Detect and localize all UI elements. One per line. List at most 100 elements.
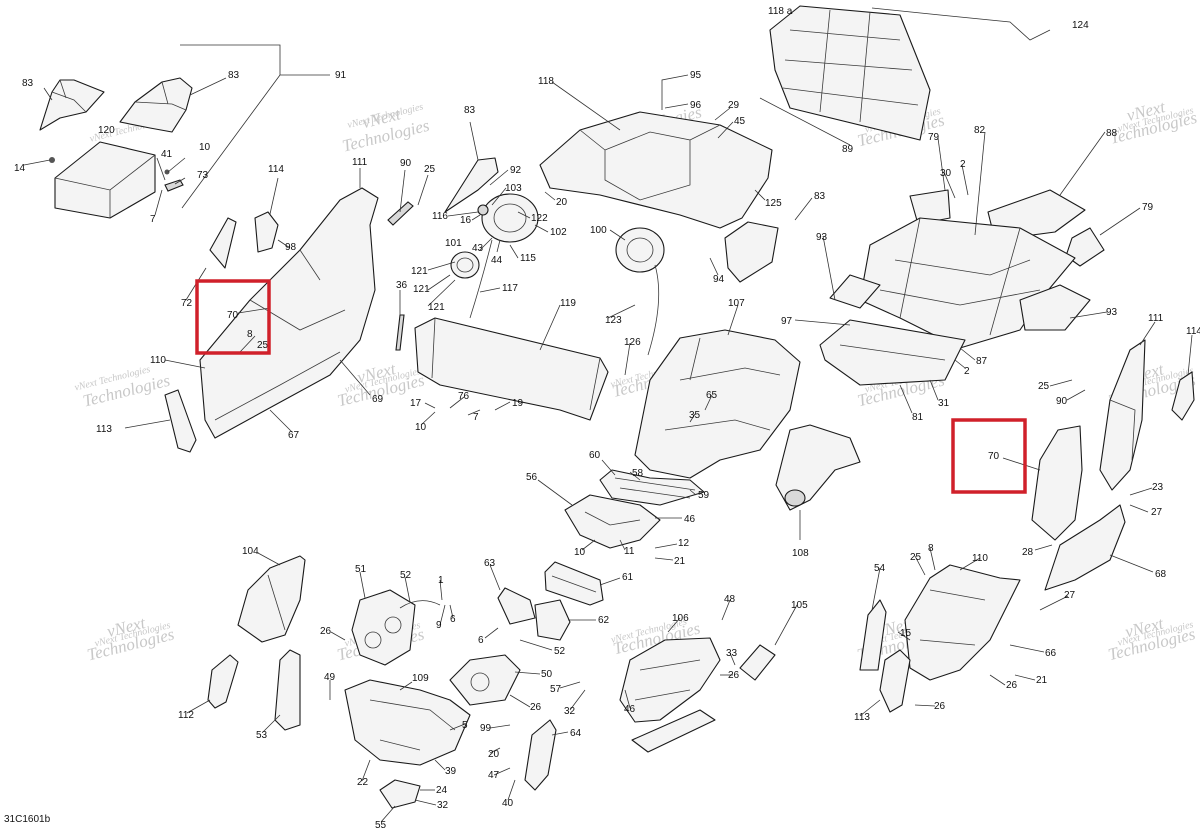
callout: 123 [605,315,622,326]
callout: 83 [464,105,476,116]
callout: 26 [934,701,946,712]
callout: 26 [728,670,740,681]
callouts: 118 a 124 91 83 83 120 14 10 41 73 7 111… [14,6,1200,828]
callout: 124 [1072,20,1089,31]
callout: 62 [598,615,610,626]
callout: 83 [22,78,34,89]
callout: 104 [242,546,259,557]
part-111-right-panel [1099,339,1146,491]
callout: 114 [1186,326,1200,337]
callout: 101 [445,238,462,249]
part-79-right-trim [1065,227,1105,267]
callout: 102 [550,227,567,238]
part-53-side-panel [274,649,301,731]
callout: 63 [484,558,496,569]
part-93-left-floor [829,274,881,309]
callout: 120 [98,125,115,136]
part-123-cable [647,264,660,356]
callout: 83 [814,191,826,202]
callout: 27 [1064,590,1076,601]
callout: 54 [874,563,886,574]
callout: 8 [928,543,934,554]
callout: 92 [510,165,522,176]
callout: 46 [624,704,636,715]
parts [39,5,1195,809]
callout: 20 [556,197,568,208]
callout: 110 [150,355,166,366]
part-54-right-lower-panel [859,599,887,671]
callout: 15 [900,628,912,639]
callout: 57 [550,684,562,695]
part-106-front-skid [619,637,721,723]
callout: 35 [689,410,701,421]
callout: 17 [410,398,422,409]
callout: 87 [976,356,988,367]
part-118-roof-panel [539,111,773,229]
callout: 25 [257,340,269,351]
callout: 60 [589,450,601,461]
highlight-box-part-70-left [195,279,271,355]
callout: 55 [375,820,387,828]
callout: 39 [445,766,457,777]
callout: 103 [505,183,522,194]
callout: 98 [285,242,297,253]
callout: 115 [520,253,536,264]
callout: 2 [964,366,970,377]
callout: 6 [450,614,456,625]
part-119-windshield [414,317,609,421]
part-83-left-cap [39,79,105,131]
callout: 21 [1036,675,1048,686]
part-67-left-side-panel [199,187,379,439]
callout: 32 [564,706,576,717]
part-105-plate [739,644,776,681]
part-110-right-side-panel [904,564,1021,681]
callout: 89 [842,144,854,155]
callout: 43 [472,243,484,254]
callout: 58 [632,468,644,479]
callout: 50 [541,669,553,680]
callout: 117 [502,283,518,294]
callout: 91 [335,70,347,81]
callout: 33 [726,648,738,659]
callout: 122 [531,213,548,224]
callout: 113 [96,424,112,435]
callout: 118 [538,76,554,87]
callout: 112 [178,710,194,721]
part-124-rod [871,7,1051,41]
callout: 25 [424,164,436,175]
callout: 81 [912,412,924,423]
callout: 82 [974,125,986,136]
callout: 46 [684,514,696,525]
part-102-speaker-housing [481,193,539,243]
callout: 28 [1022,547,1034,558]
callout: 22 [357,777,369,788]
leader-lines [23,44,1193,823]
callout: 73 [197,170,209,181]
part-114-left-panel-insert [254,211,279,253]
callout: 108 [792,548,809,559]
part-104-front-fender [237,555,306,643]
part-lower-skid-rail [631,709,716,753]
part-113-right-lower-guard [879,649,911,713]
callout: 52 [554,646,566,657]
callout: 107 [728,298,745,309]
callout: 31 [938,398,950,409]
part-93-right-floor [1019,284,1091,331]
part-83-small-panel [444,157,499,213]
part-64-side-panel [524,719,557,791]
part-89-soft-roof [769,5,931,141]
callout: 116 [432,211,448,222]
callout: 65 [706,390,718,401]
callout: 79 [1142,202,1154,213]
part-36-rod [395,314,405,351]
part-117-cable [469,239,493,319]
callout: 99 [480,723,492,734]
callout: 9 [436,620,442,631]
callout: 114 [268,164,284,175]
callout: 68 [1155,569,1167,580]
callout: 106 [672,613,689,624]
part-100-speaker [615,227,665,273]
part-79-side-trim [909,189,951,225]
callout: 52 [400,570,412,581]
callout: 21 [674,556,686,567]
